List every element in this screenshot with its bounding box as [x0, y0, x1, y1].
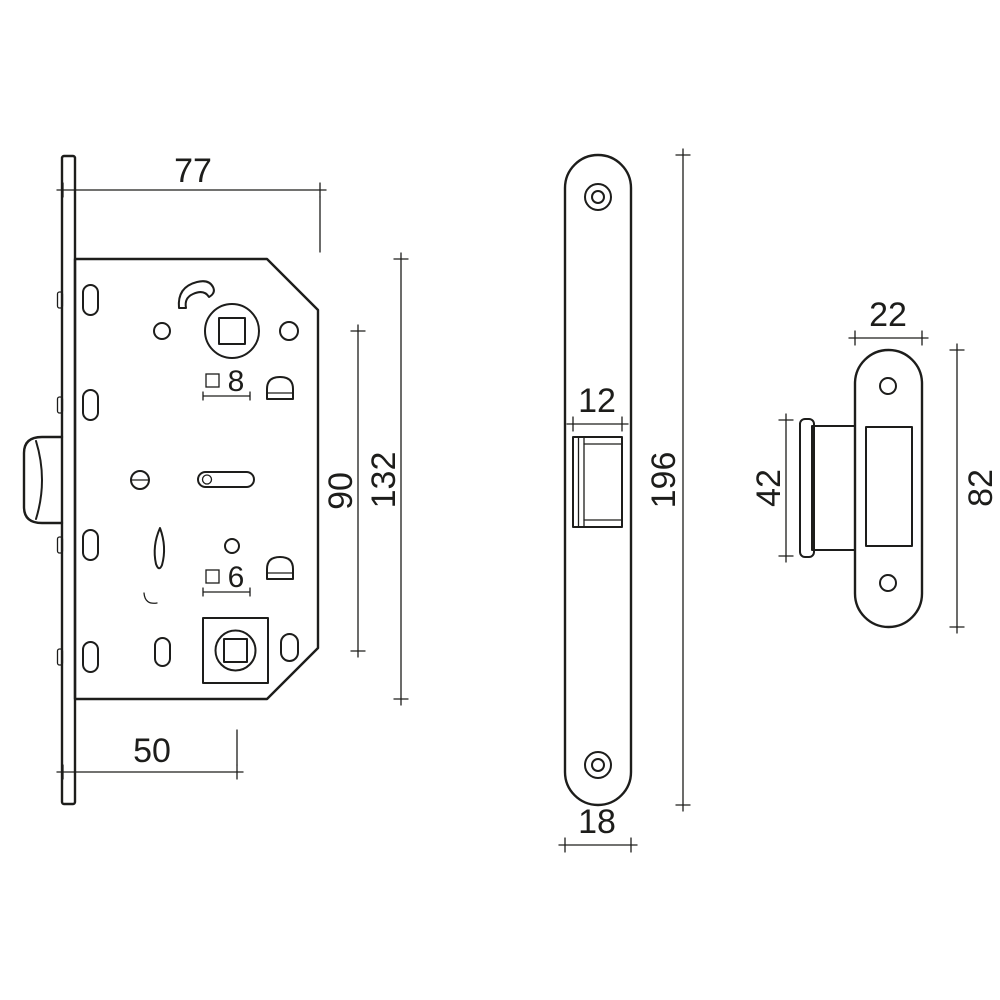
screw-slot — [82, 641, 99, 673]
pin-hole — [153, 322, 171, 340]
oval-hole — [280, 633, 299, 662]
faceplate-tab — [56, 648, 64, 666]
latch-opening — [572, 436, 623, 528]
faceplate-tab — [56, 291, 64, 309]
dim-label-lock-width: 77 — [174, 152, 212, 190]
pin-hole — [224, 538, 240, 554]
dim-ticks-12 — [572, 416, 623, 432]
strike-box — [811, 425, 856, 551]
dim-ticks-18 — [564, 837, 632, 853]
faceplate-tab — [56, 536, 64, 554]
dim-line-8 — [202, 391, 251, 401]
lock-case-dimensions: 77 8 6 90 132 50 — [56, 152, 409, 780]
dim-label-faceplate-length: 196 — [645, 452, 683, 509]
dim-ticks-22 — [854, 330, 923, 346]
pin-hole — [279, 321, 299, 341]
faceplate-front-view — [563, 153, 633, 807]
dim-label-backset: 50 — [133, 732, 171, 770]
screw-hole-bottom — [584, 751, 612, 779]
dim-label-strike-width: 22 — [869, 296, 907, 334]
fixing-lug-upper — [266, 376, 294, 400]
spring-hook-detail — [143, 592, 158, 604]
screw-hole-top-inner — [591, 190, 605, 204]
spring-detail — [153, 527, 166, 570]
strike-box-lip — [799, 418, 815, 558]
dim-label-strike-box: 42 — [750, 469, 788, 507]
oval-hole — [154, 637, 171, 667]
latch-face-lines — [577, 436, 585, 528]
faceplate-outline — [563, 153, 633, 807]
screw-hole-bottom-inner — [591, 758, 605, 772]
dim-label-case-height: 132 — [365, 452, 403, 509]
strike-screw-hole-top — [879, 377, 897, 395]
square-symbol-6 — [205, 569, 220, 584]
dim-ticks-90 — [350, 330, 366, 652]
strike-plate-outline — [853, 348, 924, 629]
turn-follower-housing — [202, 617, 269, 684]
square-symbol-8 — [205, 373, 220, 388]
dim-label-latch-width: 12 — [578, 382, 616, 420]
dim-ticks-132 — [393, 258, 409, 700]
turn-square-hole — [223, 638, 248, 663]
faceplate-edge — [60, 154, 77, 806]
turn-follower-circle — [214, 629, 257, 672]
strike-plate-dimensions: 22 42 82 — [750, 296, 1000, 634]
faceplate-tab — [56, 396, 64, 414]
dim-ticks-82 — [949, 349, 965, 628]
dim-label-spindle-square: 8 — [228, 365, 245, 398]
screw-hole-top — [584, 183, 612, 211]
spindle-follower-circle — [204, 303, 260, 359]
dim-ticks-50 — [62, 764, 238, 780]
screw-slot — [82, 284, 99, 316]
spring-lever-detail — [177, 280, 215, 309]
dim-label-turn-square: 6 — [228, 561, 245, 594]
latch-bolt-side — [22, 435, 64, 525]
fixing-lug-lower — [266, 556, 294, 580]
lock-case-side-view — [22, 154, 320, 806]
slide-slot — [197, 471, 255, 488]
dim-ticks-77 — [62, 182, 321, 198]
strike-plate-view — [799, 348, 924, 629]
dim-line-6 — [202, 587, 251, 597]
dim-label-strike-length: 82 — [962, 469, 1000, 507]
strike-screw-hole-bottom — [879, 574, 897, 592]
dim-label-screw-spacing: 90 — [322, 472, 360, 510]
lock-case-outline — [73, 257, 320, 701]
slide-slot-pin — [201, 474, 213, 485]
dim-label-faceplate-width: 18 — [578, 803, 616, 841]
latch-bevel-curve — [35, 440, 43, 520]
dim-ticks-42 — [778, 419, 794, 557]
screw-slot — [82, 389, 99, 421]
screw-slot — [82, 529, 99, 561]
latch-body-lines — [583, 443, 623, 521]
dim-ticks-196 — [675, 154, 691, 806]
faceplate-dimensions: 12 196 18 — [558, 148, 691, 853]
strike-cutout — [865, 426, 913, 547]
spindle-square-hole — [218, 317, 246, 345]
